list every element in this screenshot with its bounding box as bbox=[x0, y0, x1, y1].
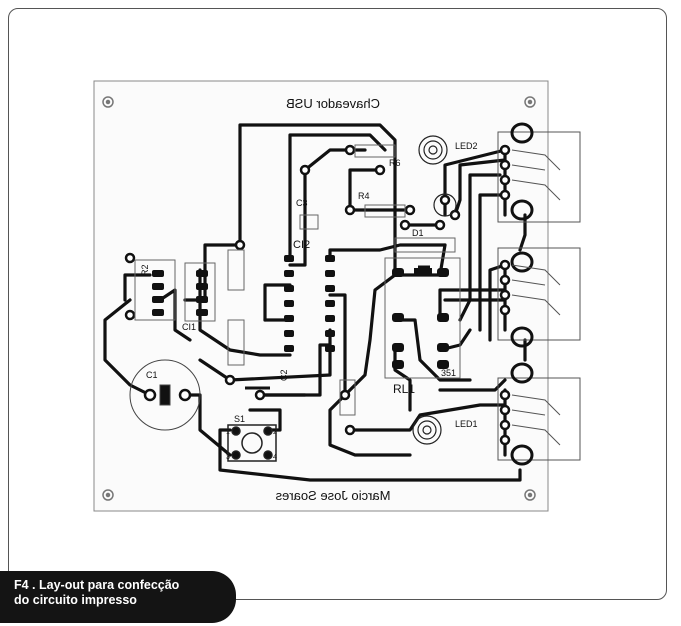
board-title-mirrored: Chaveador USB bbox=[286, 96, 380, 111]
label-d1: D1 bbox=[412, 228, 424, 238]
usb-connectors bbox=[497, 122, 581, 466]
silkscreen-outlines bbox=[134, 144, 461, 416]
caption-line-2: do circuito impresso bbox=[14, 593, 137, 607]
ic-pads bbox=[152, 255, 449, 369]
board-outline bbox=[93, 80, 549, 512]
board-author-mirrored: Marcio Jose Soares bbox=[275, 488, 390, 503]
label-c3: C3 bbox=[296, 198, 308, 208]
label-351: 351 bbox=[441, 368, 456, 378]
label-s1-pin3: 3 bbox=[226, 454, 230, 461]
label-c1: C1 bbox=[146, 370, 158, 380]
mounting-holes bbox=[102, 96, 536, 501]
label-s1: S1 bbox=[234, 414, 245, 424]
label-s1-pin2: 2 bbox=[273, 429, 277, 436]
leds bbox=[412, 135, 457, 445]
s1-switch bbox=[227, 424, 277, 462]
c1-capacitor bbox=[129, 359, 201, 431]
round-pads bbox=[124, 144, 511, 446]
caption-line-1: F4 . Lay-out para confecção bbox=[14, 578, 180, 592]
label-ci2: CI2 bbox=[293, 239, 310, 251]
label-led1: LED1 bbox=[455, 419, 478, 429]
label-led2: LED2 bbox=[455, 141, 478, 151]
label-c2: C2 bbox=[279, 369, 289, 381]
label-r2: R2 bbox=[140, 264, 150, 276]
label-s1-pin4: 4 bbox=[273, 454, 277, 461]
label-r6: R6 bbox=[389, 158, 401, 168]
label-rl1: RL1 bbox=[393, 382, 415, 396]
label-s1-pin1: 1 bbox=[226, 429, 230, 436]
label-r4: R4 bbox=[358, 191, 370, 201]
label-ci1: CI1 bbox=[182, 322, 196, 332]
figure-caption: F4 . Lay-out para confecção do circuito … bbox=[0, 571, 236, 623]
